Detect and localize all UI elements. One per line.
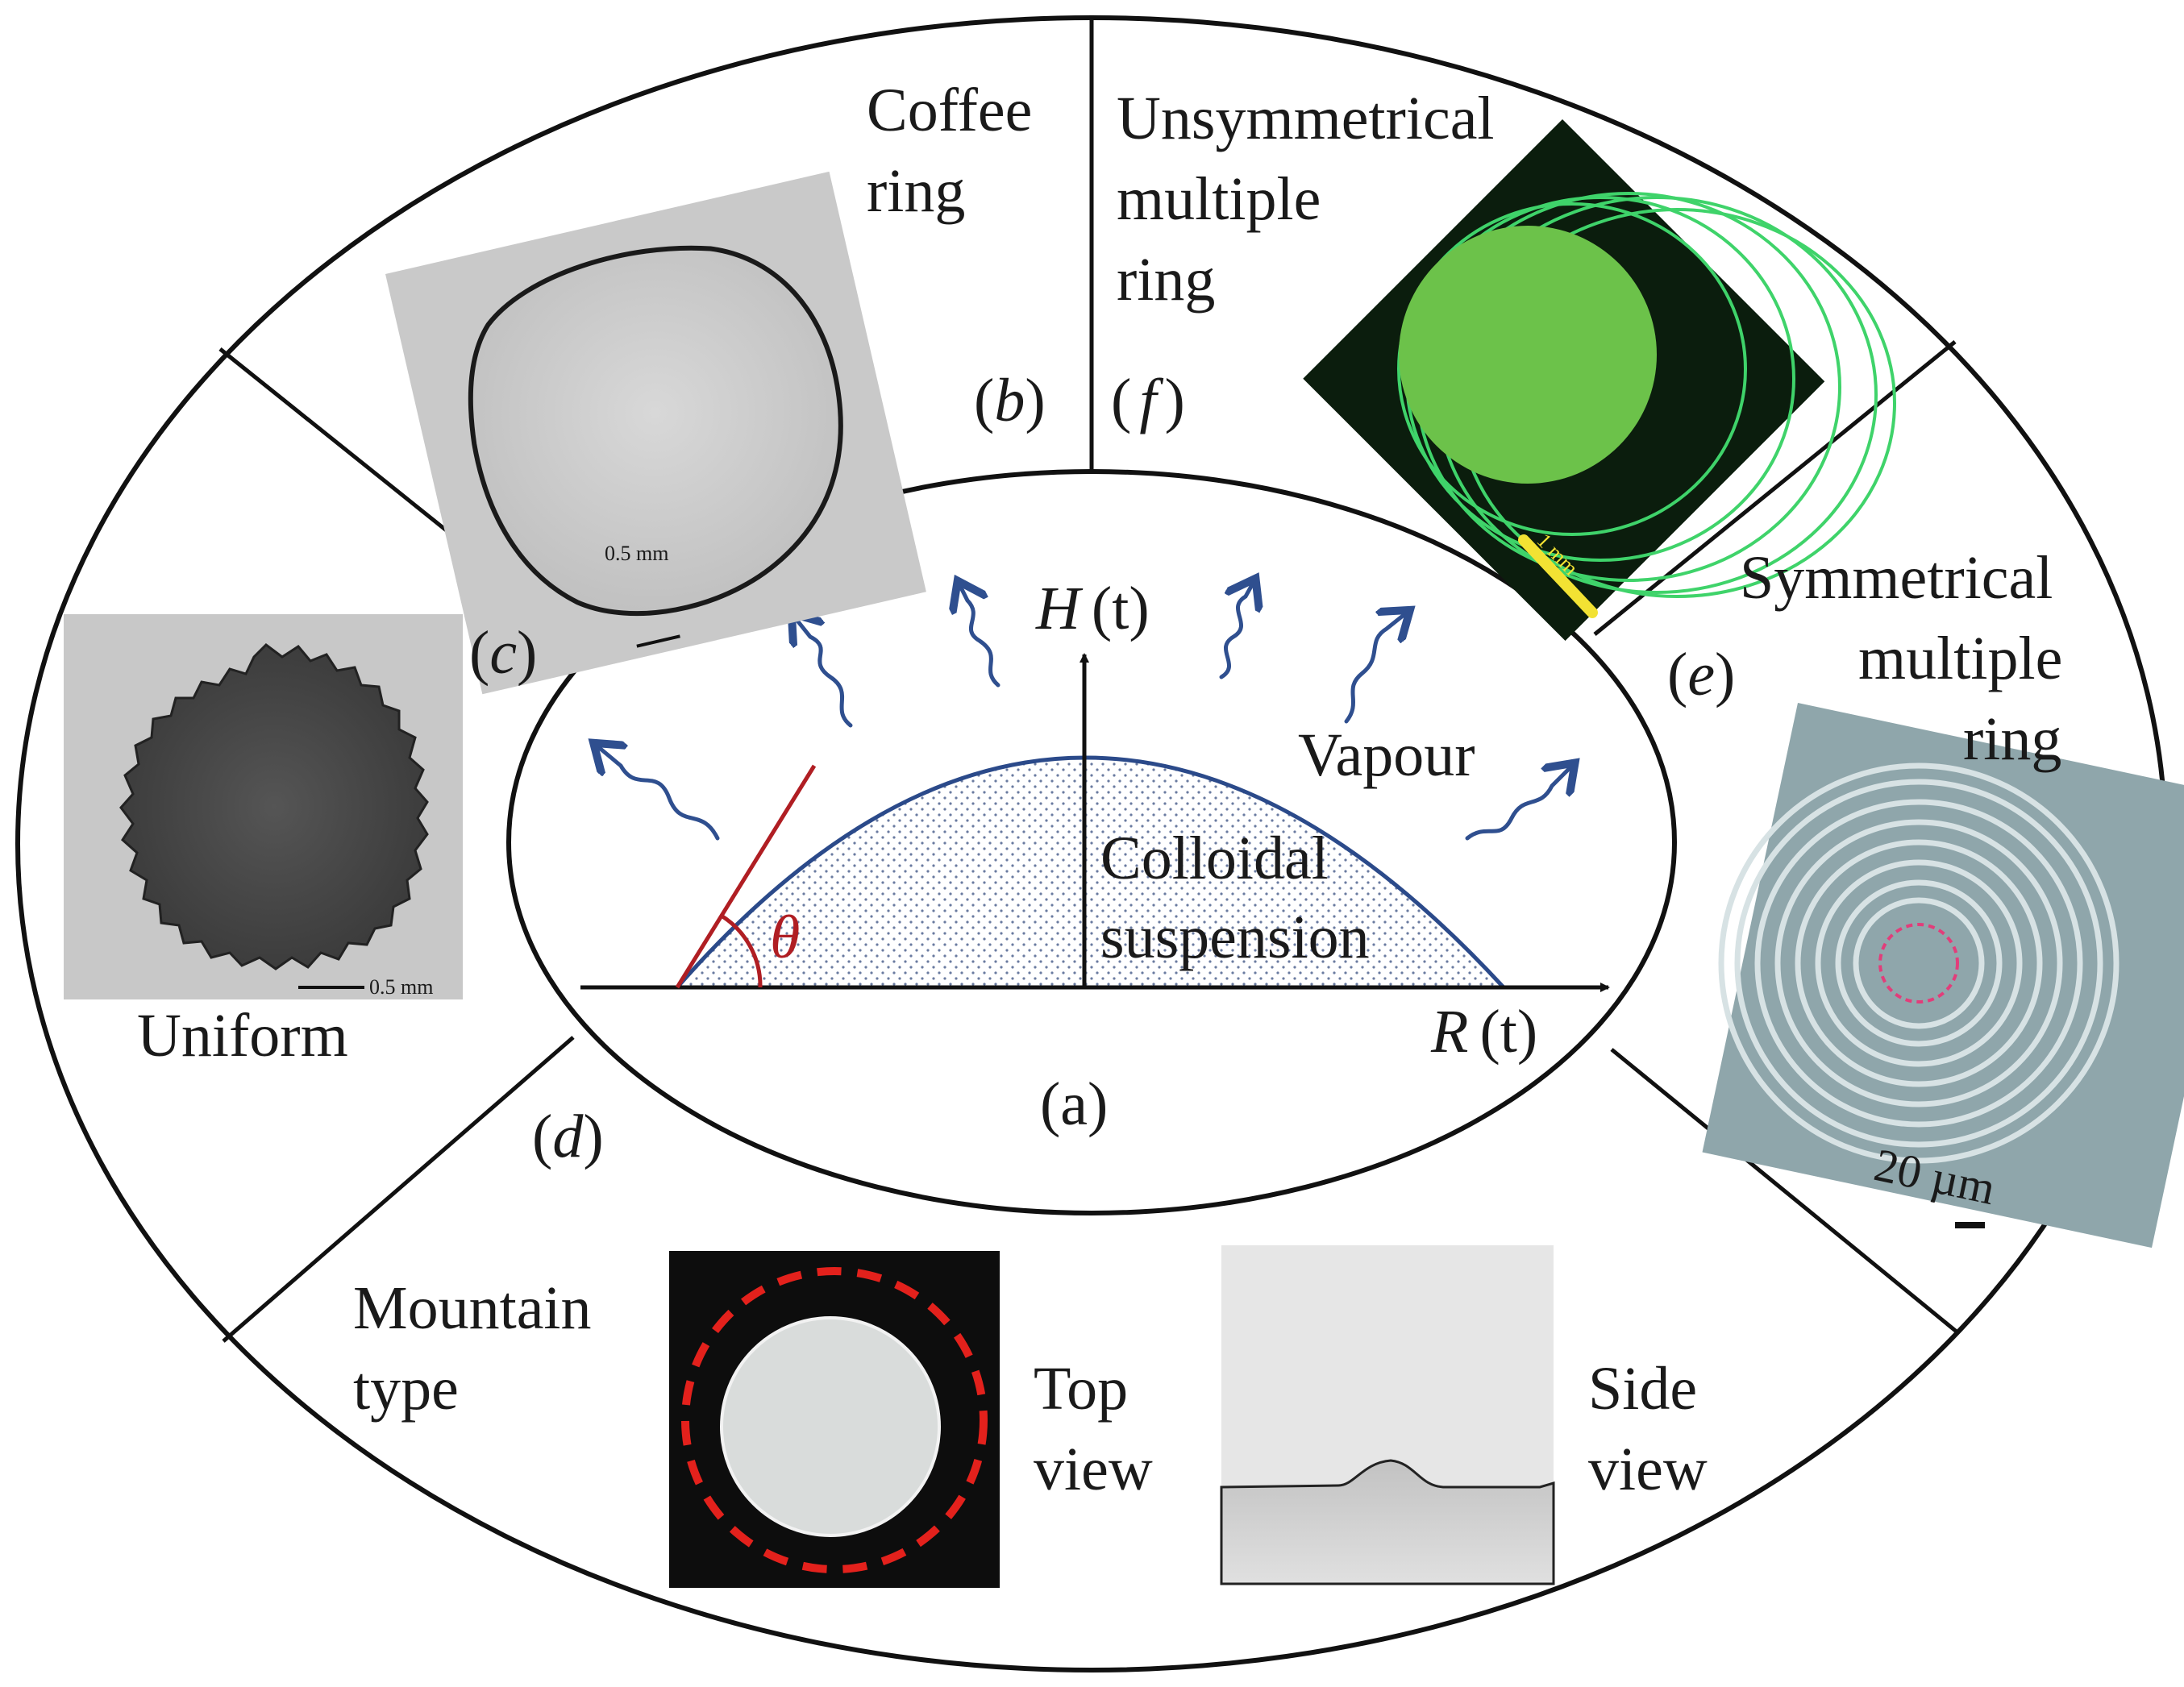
contact-angle-tangent [675,764,817,989]
symmetrical-title-line2: multiple [1858,625,2062,692]
mountain-title-line1: Mountain [353,1274,592,1342]
theta-label: θ [770,904,800,971]
symmetrical-title-line3: ring [1963,705,2061,773]
panel-c-tag: (c) [469,619,537,687]
mountain-top-deposit [720,1316,941,1537]
suspension-label-line2: suspension [1100,904,1370,971]
panel-a-tag: (a) [1040,1070,1108,1138]
mountain-side-substrate [1220,1459,1555,1585]
side-view-line1: Side [1588,1355,1697,1423]
coffee-ring-deposit [468,245,843,617]
coffee-scale-bar [636,634,680,648]
unsymmetrical-title-line1: Unsymmetrical [1117,85,1495,152]
panel-b-coffee-ring: 0.5 mm Coffee ring (b) [385,77,1046,695]
vapour-arrow-4 [1219,582,1254,679]
symmetrical-center-mark [1878,923,1959,1003]
panel-e-tag: (e) [1667,641,1735,708]
unsymmetrical-core [1399,226,1657,484]
coffee-title-line2: ring [867,157,965,225]
top-view-line2: view [1034,1436,1153,1503]
vapour-arrow-1 [597,746,720,841]
side-view-line2: view [1588,1436,1708,1503]
coffee-title-line1: Coffee [867,77,1032,144]
h-axis-label: H(t) [1035,575,1150,642]
vapour-arrow-2 [794,617,853,728]
unsymmetrical-title-line2: multiple [1117,165,1321,233]
symmetrical-rings [1718,762,2120,1164]
vapour-arrow-3 [959,584,1000,688]
mountain-dashed-ring [681,1267,988,1573]
panel-f-tag: (f) [1111,367,1185,434]
panel-f-unsymmetrical: 1 mm Unsymmetrical multiple ring (f) [1111,85,1896,642]
panel-d-tag: (d) [532,1103,604,1170]
uniform-deposit [119,643,429,970]
panel-a-droplet-schematic: H(t) R(t) θ Vapour Colloidal suspension … [580,575,1610,1138]
vapour-label: Vapour [1298,721,1475,789]
droplet-profile [672,755,1508,990]
panel-d-mountain: Mountain type Top view Side view (d) [353,1103,1708,1588]
panel-e-symmetrical: 20 µm Symmetrical multiple ring (e) [1667,544,2184,1249]
symmetrical-image [1702,703,2184,1249]
uniform-title: Uniform [137,1002,348,1070]
mountain-title-line2: type [353,1355,459,1423]
divider-lower-left [222,1036,575,1343]
divider-lower-right [1610,1048,1959,1334]
panel-c-uniform: 0.5 mm Uniform (c) [64,614,537,1070]
symmetrical-title-line1: Symmetrical [1740,544,2053,612]
vapour-arrow-5 [1344,613,1407,724]
vapour-arrow-6 [1465,766,1572,841]
uniform-scale-label: 0.5 mm [369,975,433,999]
r-axis-label: R(t) [1430,998,1537,1066]
unsymmetrical-scale-bar [1518,534,1598,618]
coffee-scale-label: 0.5 mm [605,542,668,565]
top-view-line1: Top [1034,1355,1128,1423]
vapour-arrows [597,582,1572,841]
contact-angle-arc [718,912,763,988]
panel-b-tag: (b) [974,367,1046,434]
unsymmetrical-title-line3: ring [1117,246,1215,314]
suspension-label-line1: Colloidal [1100,825,1329,892]
